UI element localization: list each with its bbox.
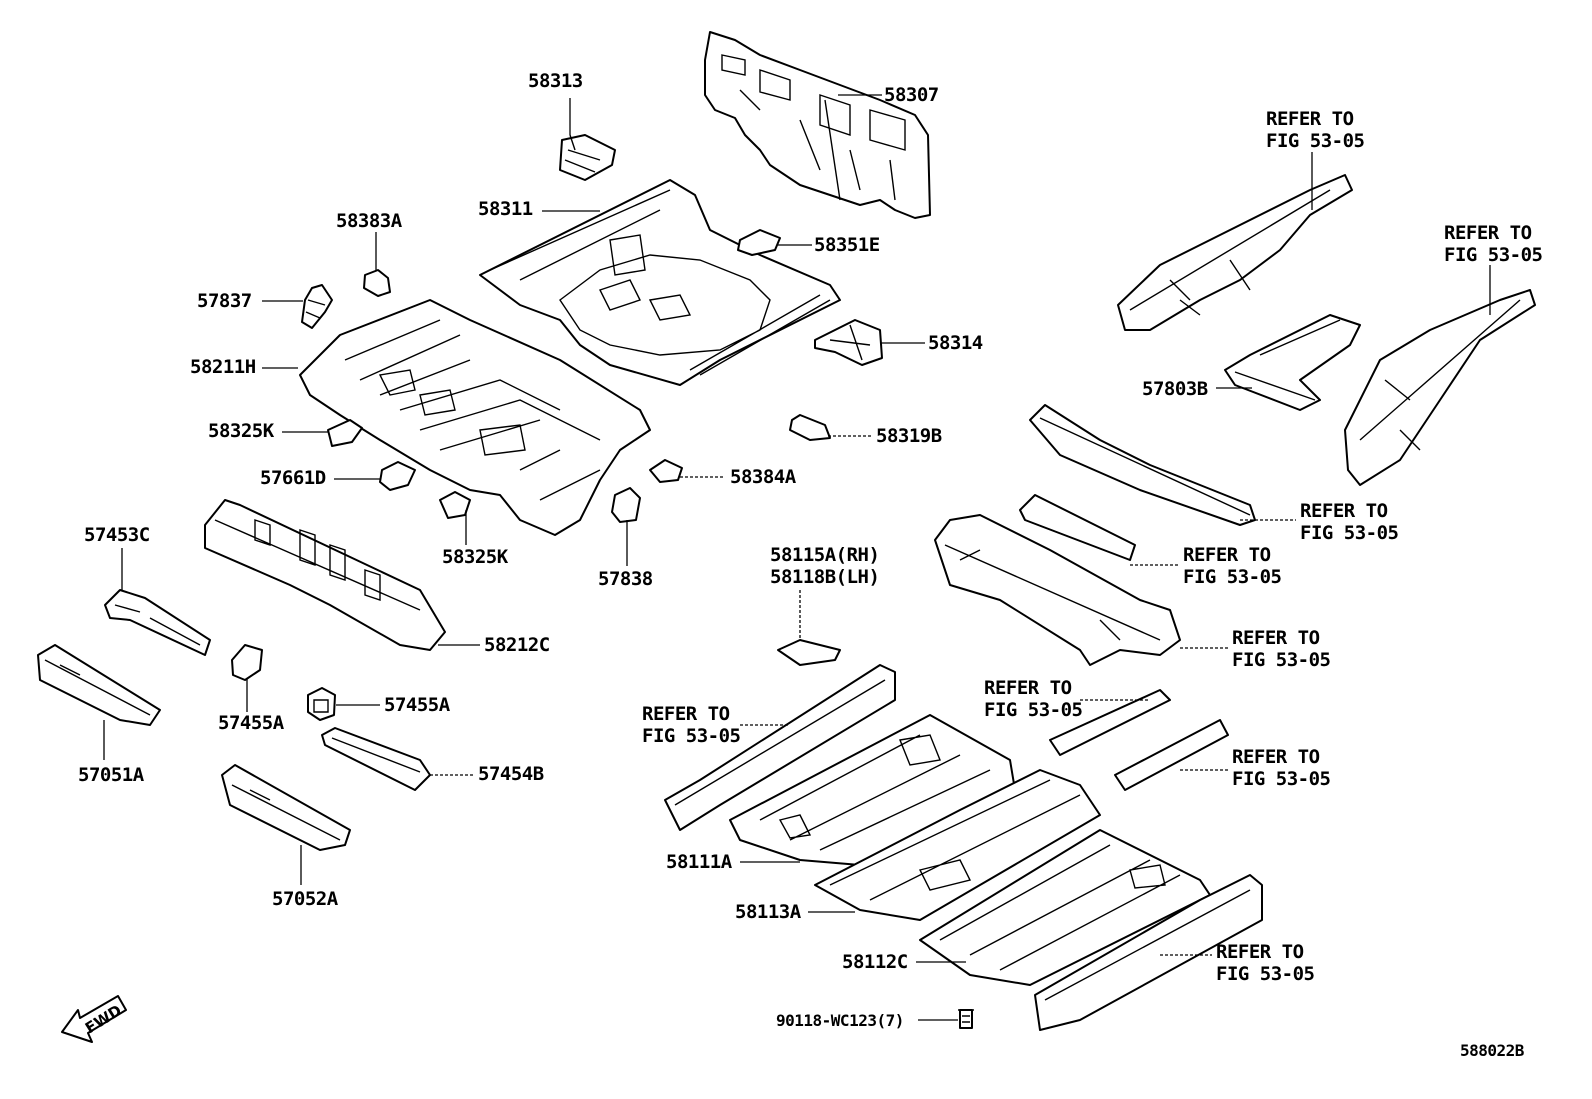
part-57455A-b-drawing: [307, 687, 336, 721]
label-58212C: 58212C: [484, 634, 550, 656]
part-90118-bolt-drawing: [958, 1009, 974, 1029]
label-58115A: 58115A(RH): [770, 544, 880, 566]
label-58351E: 58351E: [814, 234, 880, 256]
part-58211H-drawing: [299, 299, 651, 536]
part-57051A-drawing: [37, 644, 161, 726]
part-57838-drawing: [611, 487, 641, 523]
part-58351E-drawing: [737, 229, 781, 256]
part-57837-drawing: [301, 284, 333, 329]
part-58383A-drawing: [363, 269, 391, 297]
label-57803B: 57803B: [1142, 378, 1208, 400]
part-57661D-drawing: [379, 461, 416, 491]
part-58311-drawing: [479, 179, 841, 386]
label-58307: 58307: [884, 84, 939, 106]
label-58311: 58311: [478, 198, 533, 220]
part-58307-drawing: [704, 31, 931, 219]
label-58314: 58314: [928, 332, 983, 354]
part-57052A-drawing: [221, 764, 351, 851]
part-58314-drawing: [814, 319, 883, 366]
label-58383A: 58383A: [336, 210, 402, 232]
part-sill-lower-drawing: [1019, 494, 1136, 561]
part-57455A-a-drawing: [231, 644, 263, 681]
part-58313-drawing: [559, 134, 616, 181]
part-sill-middle-drawing: [1029, 404, 1256, 526]
label-58325K-a: 58325K: [208, 420, 274, 442]
label-58111A: 58111A: [666, 851, 732, 873]
label-58313: 58313: [528, 70, 583, 92]
label-57837: 57837: [197, 290, 252, 312]
part-rocker-left-drawing: [664, 664, 896, 831]
label-57661D: 57661D: [260, 467, 326, 489]
label-57455A-a: 57455A: [218, 712, 284, 734]
part-side-member-upper-drawing: [1117, 174, 1353, 331]
label-57455A-b: 57455A: [384, 694, 450, 716]
figure-code: 588022B: [1460, 1041, 1524, 1060]
part-58325K-b-drawing: [439, 491, 471, 519]
label-57051A: 57051A: [78, 764, 144, 786]
part-58212C-drawing: [204, 499, 446, 651]
part-57454B-drawing: [321, 727, 431, 791]
label-57454B: 57454B: [478, 763, 544, 785]
label-58118B: 58118B(LH): [770, 566, 880, 588]
label-58384A: 58384A: [730, 466, 796, 488]
part-58384A-drawing: [649, 459, 683, 483]
part-sill-small-1-drawing: [1049, 689, 1171, 756]
part-front-side-member-drawing: [934, 514, 1181, 666]
part-side-member-right-drawing: [1344, 289, 1536, 486]
label-58211H: 58211H: [190, 356, 256, 378]
part-58115A-drawing: [777, 639, 841, 666]
part-57803B-drawing: [1224, 314, 1361, 411]
label-90118: 90118-WC123(7): [776, 1011, 904, 1030]
part-rocker-right-drawing: [1034, 874, 1263, 1031]
label-58319B: 58319B: [876, 425, 942, 447]
label-57052A: 57052A: [272, 888, 338, 910]
label-58325K-b: 58325K: [442, 546, 508, 568]
part-sill-small-2-drawing: [1114, 719, 1229, 791]
part-58113A-drawing: [814, 769, 1101, 921]
part-58325K-a-drawing: [327, 419, 363, 447]
part-57453C-drawing: [104, 589, 211, 656]
part-58319B-drawing: [789, 414, 831, 441]
label-57838: 57838: [598, 568, 653, 590]
label-58113A: 58113A: [735, 901, 801, 923]
label-58112C: 58112C: [842, 951, 908, 973]
fwd-arrow-icon: [61, 995, 127, 1043]
label-57453C: 57453C: [84, 524, 150, 546]
